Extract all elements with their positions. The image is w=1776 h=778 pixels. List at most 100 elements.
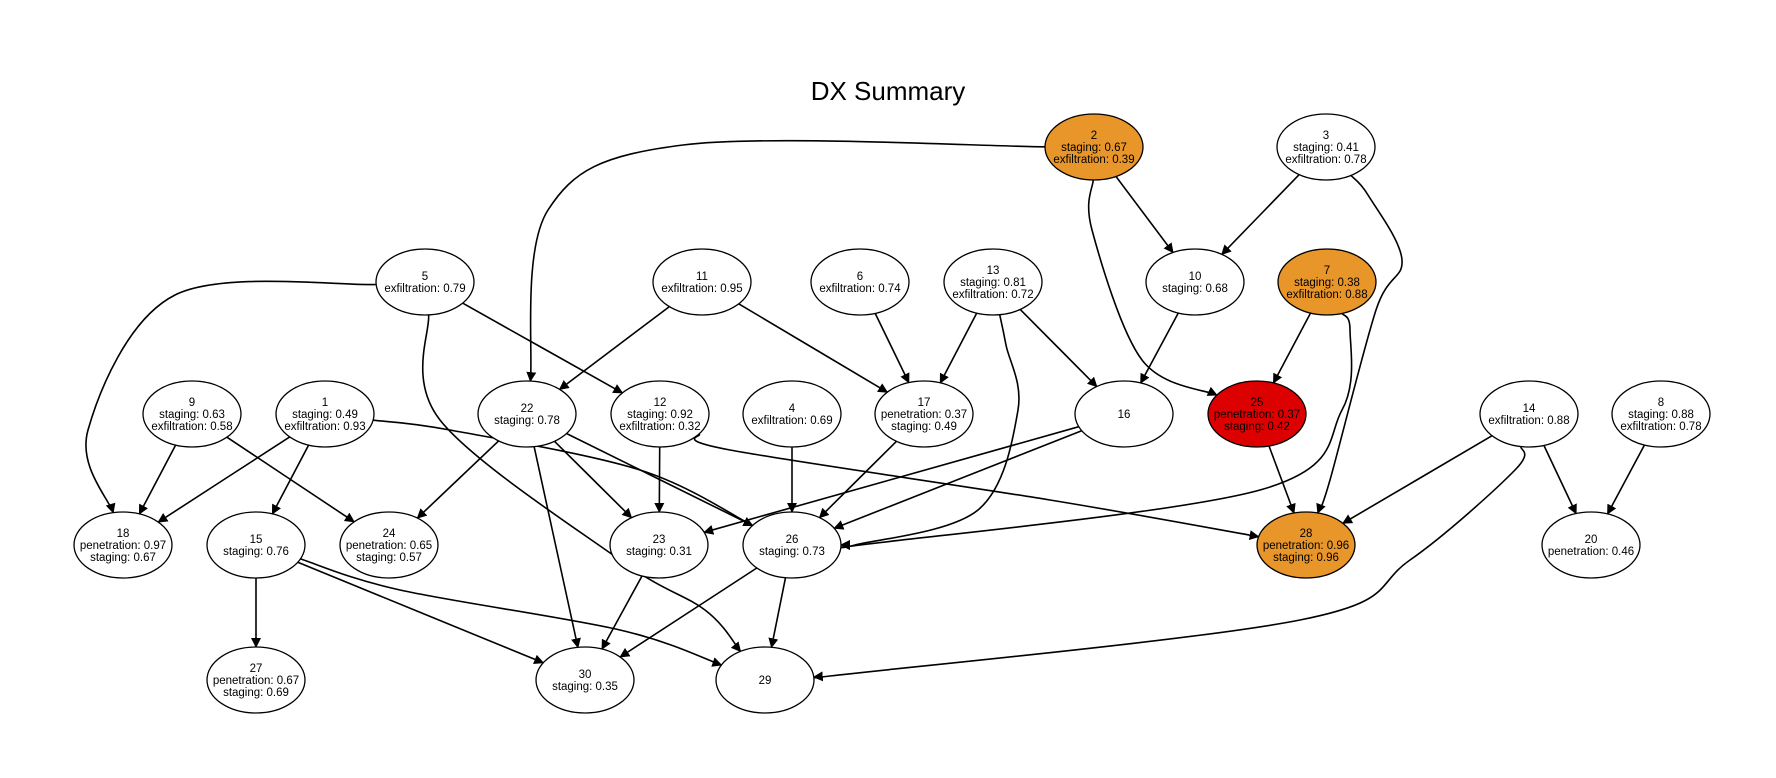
edge-11-to-22 (558, 305, 670, 391)
node-25-shape (1207, 380, 1307, 448)
node-16-shape (1074, 380, 1174, 448)
edge-25-to-28 (1268, 445, 1296, 514)
node-16-id-label: 16 (1118, 409, 1131, 421)
node-22-shape (477, 380, 577, 448)
node-10-id-label: 10 (1189, 271, 1202, 283)
edge-1-to-18 (157, 436, 291, 523)
node-17-metric-label: staging: 0.49 (891, 421, 957, 433)
node-29-shape (715, 646, 815, 714)
node-27-metric-label: penetration: 0.67 (213, 675, 299, 687)
edge-15-to-30 (297, 561, 545, 665)
node-18-id-label: 18 (117, 528, 130, 540)
node-30-metric-label: staging: 0.35 (552, 681, 618, 693)
node-26-shape (742, 511, 842, 579)
node-11-shape (652, 248, 752, 316)
edge-5-to-18 (85, 280, 377, 514)
edge-1-to-15 (271, 444, 310, 515)
edge-9-to-18 (138, 444, 177, 515)
edge-8-to-20 (1606, 444, 1646, 515)
edge-16-to-26 (833, 429, 1082, 530)
edge-16-to-23 (703, 425, 1080, 535)
node-16[interactable]: 16 (1074, 380, 1174, 448)
edge-6-to-17 (874, 313, 910, 384)
node-28-metric-label: penetration: 0.96 (1263, 540, 1349, 552)
node-29[interactable]: 29 (715, 646, 815, 714)
node-4-shape (742, 380, 842, 448)
edge-12-to-28 (693, 433, 1260, 541)
node-7-shape (1277, 248, 1377, 316)
diagram-title: DX Summary (811, 76, 966, 106)
node-12-id-label: 12 (654, 397, 667, 409)
node-23-shape (609, 511, 709, 579)
node-2-metric-label: staging: 0.67 (1061, 142, 1127, 154)
node-13-shape (943, 248, 1043, 316)
node-1-metric-label: staging: 0.49 (292, 409, 358, 421)
edge-3-to-28 (1316, 174, 1403, 514)
node-8-metric-label: staging: 0.88 (1628, 409, 1694, 421)
node-24-shape (339, 511, 439, 579)
edge-23-to-30 (601, 575, 643, 650)
node-20-shape (1541, 511, 1641, 579)
node-27-shape (206, 646, 306, 714)
node-8-shape (1611, 380, 1711, 448)
edge-22-to-23 (553, 440, 633, 519)
node-23-metric-label: staging: 0.31 (626, 546, 692, 558)
node-6-metric-label: exfiltration: 0.74 (819, 283, 901, 295)
node-25-metric-label: penetration: 0.37 (1214, 409, 1300, 421)
node-5-shape (375, 248, 475, 316)
node-1-metric-label: exfiltration: 0.93 (284, 421, 365, 433)
node-2-metric-label: exfiltration: 0.39 (1053, 154, 1134, 166)
edge-14-to-20 (1543, 445, 1577, 515)
node-18-metric-label: staging: 0.67 (90, 552, 156, 564)
node-15-metric-label: staging: 0.76 (223, 546, 289, 558)
node-20-id-label: 20 (1585, 534, 1598, 546)
edges-layer (85, 139, 1646, 682)
node-7-metric-label: exfiltration: 0.88 (1286, 289, 1367, 301)
node-11-id-label: 11 (696, 271, 708, 283)
edge-13-to-16 (1019, 308, 1098, 388)
edge-22-to-24 (416, 440, 500, 519)
node-4-id-label: 4 (789, 403, 796, 415)
edge-2-to-22 (526, 139, 1046, 383)
edge-5-to-12 (462, 302, 624, 394)
edge-11-to-17 (738, 303, 889, 393)
edge-7-to-26 (823, 312, 1353, 551)
node-24-id-label: 24 (383, 528, 396, 540)
edge-22-to-30 (533, 446, 581, 649)
node-3-id-label: 3 (1323, 130, 1329, 142)
node-5-id-label: 5 (422, 271, 428, 283)
edge-5-to-29 (421, 314, 742, 653)
edge-7-to-25 (1272, 312, 1312, 384)
node-30-shape (535, 646, 635, 714)
node-10-shape (1145, 248, 1245, 316)
node-28-shape (1256, 511, 1356, 579)
